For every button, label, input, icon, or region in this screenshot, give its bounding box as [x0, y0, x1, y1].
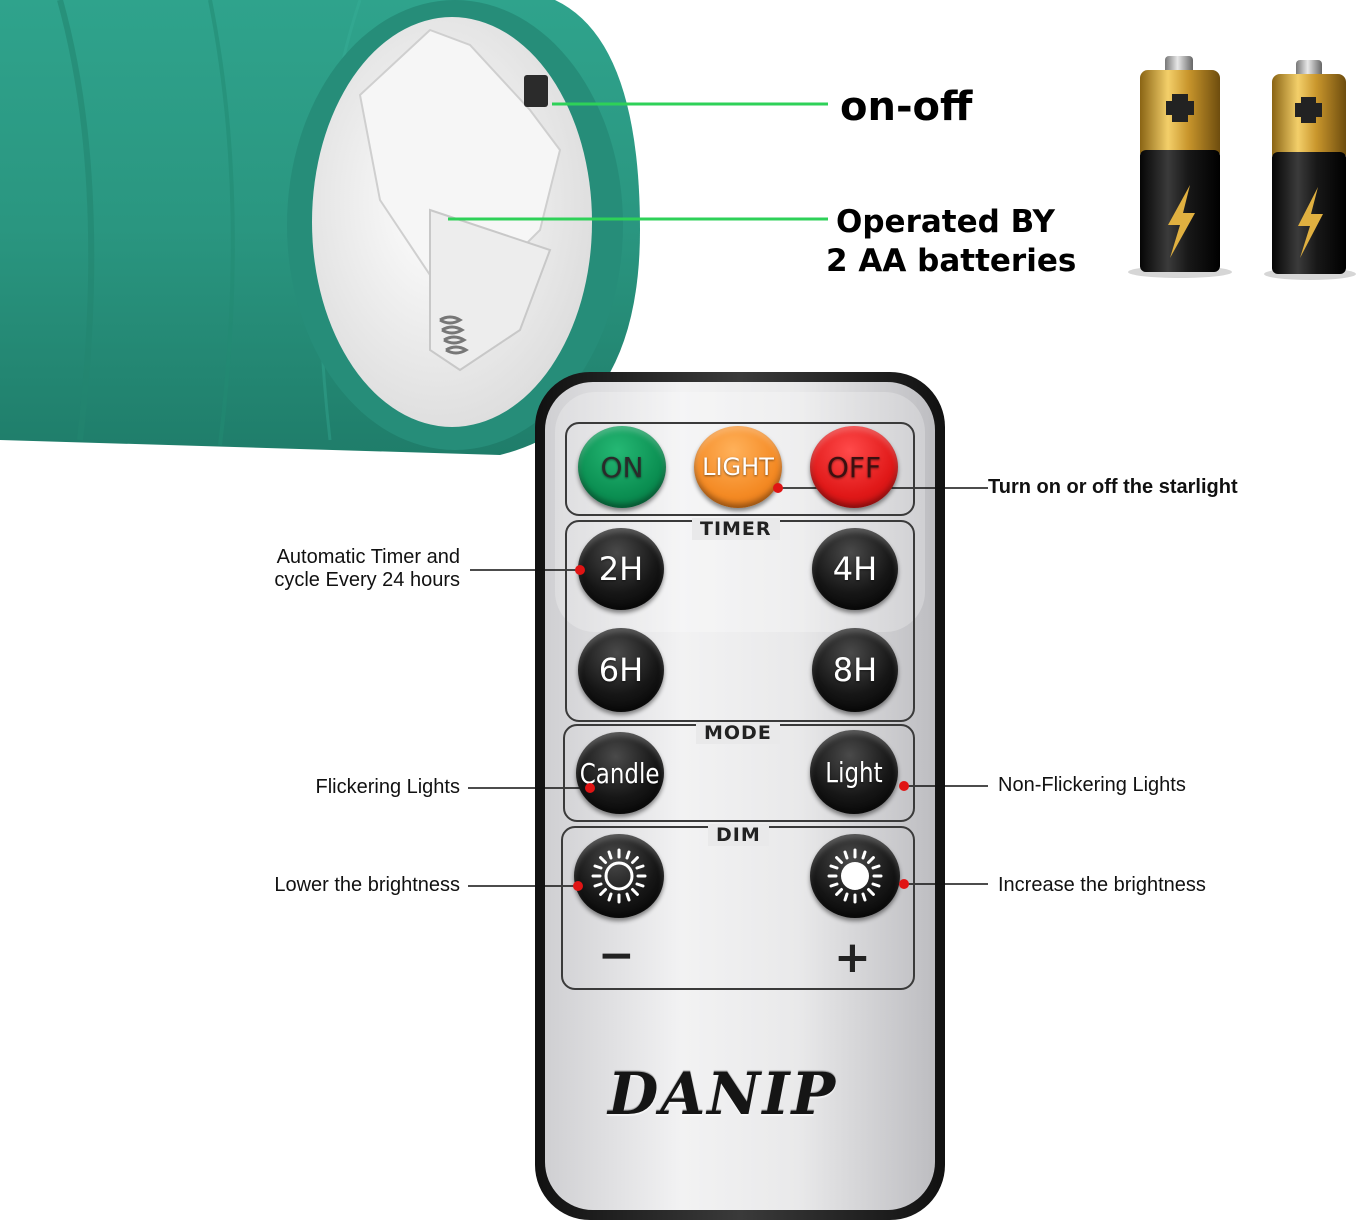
on-button[interactable]: ON — [578, 426, 666, 508]
timer-4h-button[interactable]: 4H — [812, 528, 898, 610]
timer-8h-button[interactable]: 8H — [812, 628, 898, 712]
battery-callout-line1: Operated BY — [836, 204, 1055, 240]
increase-annotation: Increase the brightness — [998, 874, 1206, 896]
light-mode-button[interactable]: Light — [810, 730, 898, 814]
timer-annotation-line1: Automatic Timer and — [276, 546, 460, 568]
timer-section-label: TIMER — [692, 518, 780, 540]
non-flicker-marker — [899, 781, 909, 791]
dim-up-button[interactable] — [810, 834, 900, 918]
timer-6h-button[interactable]: 6H — [578, 628, 664, 712]
off-button[interactable]: OFF — [810, 426, 898, 508]
timer-annotation-line2: cycle Every 24 hours — [274, 569, 460, 591]
plus-sign: + — [834, 932, 871, 983]
switch-callout: on-off — [840, 84, 973, 130]
mode-section-label: MODE — [696, 722, 780, 744]
candle-mode-button[interactable]: Candle — [576, 732, 664, 814]
brand-logo: DANIP — [608, 1060, 838, 1128]
sun-icon — [591, 848, 647, 904]
battery-icon — [1264, 60, 1356, 280]
sun-icon — [827, 848, 883, 904]
dim-down-button[interactable] — [574, 834, 664, 918]
battery-callout-line2: 2 AA batteries — [826, 243, 1077, 279]
timer-2h-button[interactable]: 2H — [578, 528, 664, 610]
starlight-marker — [773, 483, 783, 493]
dim-section-label: DIM — [708, 824, 769, 846]
starlight-annotation: Turn on or off the starlight — [988, 476, 1238, 498]
timer-marker — [575, 565, 585, 575]
lower-annotation: Lower the brightness — [274, 874, 460, 896]
power-panel — [565, 422, 915, 516]
flicker-marker — [585, 783, 595, 793]
battery-icon — [1128, 56, 1232, 278]
increase-marker — [899, 879, 909, 889]
flicker-annotation: Flickering Lights — [315, 776, 460, 798]
light-button[interactable]: LIGHT — [694, 426, 782, 508]
non-flicker-annotation: Non-Flickering Lights — [998, 774, 1186, 796]
lower-marker — [573, 881, 583, 891]
spring-icon — [439, 315, 469, 355]
minus-sign: − — [598, 930, 635, 981]
switch-slot — [524, 75, 548, 107]
